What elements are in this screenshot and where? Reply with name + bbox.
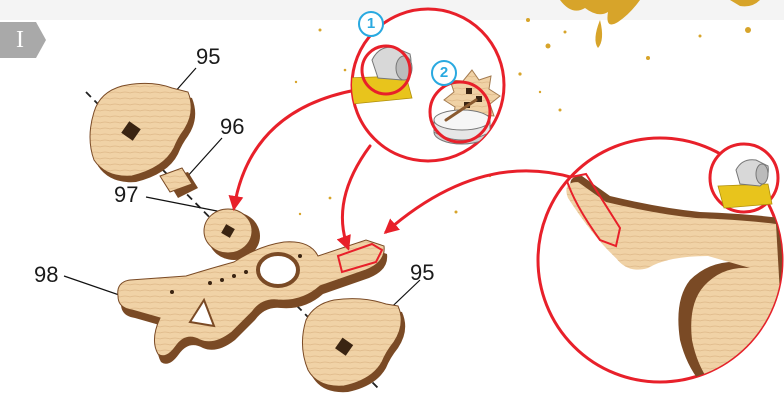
step-badge-1: 1 — [358, 11, 384, 37]
step-number: I — [9, 22, 31, 58]
part-label-97: 97 — [114, 182, 138, 208]
zoom-detail-circle — [538, 138, 784, 400]
part-95-top — [90, 83, 195, 182]
part-95-bottom — [302, 299, 405, 393]
part-label-95-bottom: 95 — [410, 260, 434, 286]
step-badge-2: 2 — [431, 60, 457, 86]
part-label-95-top: 95 — [196, 44, 220, 70]
part-label-96: 96 — [220, 114, 244, 140]
part-label-98: 98 — [34, 262, 58, 288]
